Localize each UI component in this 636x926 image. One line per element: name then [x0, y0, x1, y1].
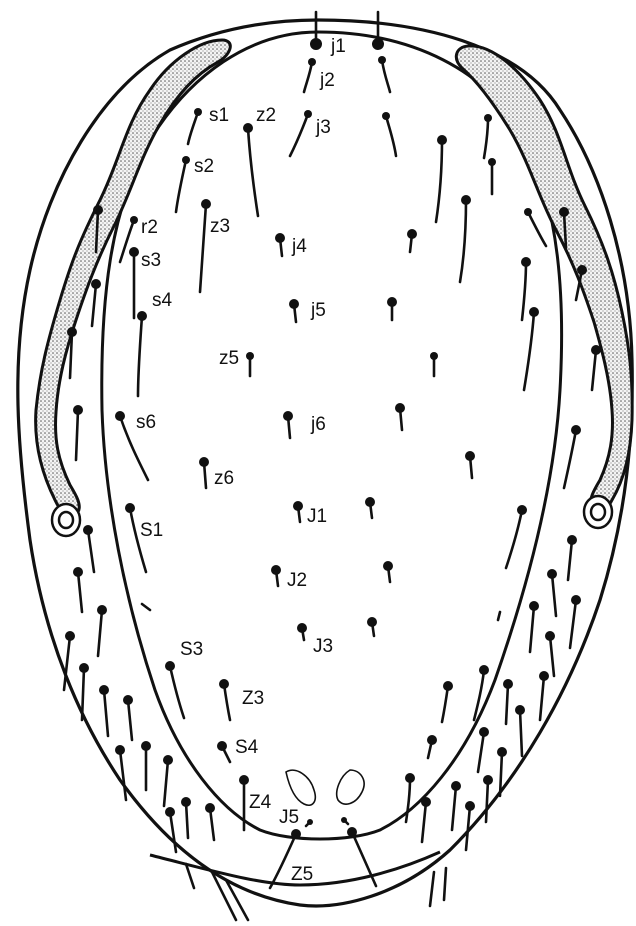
seta-S2-stub-right [498, 612, 500, 620]
seta-J2-right [383, 561, 393, 582]
seta-j5 [289, 299, 299, 322]
seta-J3 [297, 623, 307, 640]
seta-S2-stub [142, 604, 150, 610]
seta-s6-right [564, 425, 581, 488]
seta-J5-right [341, 817, 348, 824]
label-S4: S4 [235, 737, 259, 758]
seta-z5 [246, 352, 254, 376]
seta-S4-right [427, 735, 437, 758]
seta-j1-right [372, 12, 384, 50]
seta-s2 [176, 156, 190, 212]
seta-z2 [243, 123, 258, 216]
right-stigma-inner [591, 504, 605, 520]
label-j6: j6 [310, 414, 326, 435]
seta-Z3 [219, 679, 230, 720]
seta-j6 [283, 411, 293, 438]
label-j3: j3 [315, 117, 331, 138]
seta-s1 [188, 108, 202, 144]
label-z3: z3 [210, 216, 230, 237]
label-s1: s1 [209, 105, 229, 126]
seta-r2-right [524, 208, 546, 246]
seta-j4 [275, 233, 285, 256]
seta-J2 [271, 565, 281, 586]
label-j1: j1 [330, 36, 346, 57]
seta-j2 [304, 58, 316, 92]
label-s4: s4 [152, 290, 173, 311]
seta-z6-right [465, 451, 475, 478]
seta-z3 [200, 199, 211, 292]
seta-Z3-right [442, 681, 453, 722]
label-z2: z2 [256, 105, 276, 126]
label-J3: J3 [313, 636, 333, 657]
seta-s3 [129, 247, 139, 318]
label-J1: J1 [307, 506, 327, 527]
seta-z6 [199, 457, 209, 488]
seta-j5-right [387, 297, 397, 320]
seta-J3-right [367, 617, 377, 636]
seta-z3-right [460, 195, 471, 282]
marginal-setae-left [64, 205, 248, 920]
label-J5: J5 [279, 807, 299, 828]
seta-j6-right [395, 403, 405, 430]
label-J2: J2 [287, 570, 307, 591]
seta-Z4-right [405, 773, 415, 822]
seta-j3 [290, 110, 312, 156]
label-s2: s2 [194, 156, 214, 177]
seta-j4-right [407, 229, 417, 252]
label-s3: s3 [141, 250, 161, 271]
label-Z5: Z5 [291, 864, 313, 885]
label-j5: j5 [310, 300, 326, 321]
label-j2: j2 [319, 70, 335, 91]
left-stigma-inner [59, 512, 73, 528]
left-posterior-pore [286, 770, 315, 805]
seta-S3 [165, 661, 184, 718]
label-s6: s6 [136, 412, 156, 433]
right-peritreme [456, 46, 632, 512]
seta-j2-right [378, 56, 390, 92]
label-z5: z5 [219, 348, 239, 369]
label-Z3: Z3 [242, 688, 264, 709]
label-S3: S3 [180, 639, 203, 660]
seta-j3-right [382, 112, 396, 156]
label-Z4: Z4 [249, 792, 272, 813]
seta-z2-right [436, 135, 447, 222]
seta-s1-right [484, 114, 492, 158]
dorsal-shield-outline [102, 32, 562, 839]
seta-s4 [137, 311, 147, 396]
label-r2: r2 [141, 217, 158, 238]
label-z6: z6 [214, 468, 234, 489]
right-posterior-pore [337, 770, 364, 804]
seta-S1-right [506, 505, 527, 568]
seta-J1-right [365, 497, 375, 518]
seta-S4 [217, 741, 230, 762]
label-j4: j4 [291, 236, 307, 257]
seta-z5-right [430, 352, 438, 376]
seta-s4-right [524, 307, 539, 390]
seta-s2-right [488, 158, 496, 194]
label-S1: S1 [140, 520, 163, 541]
seta-J5 [306, 819, 313, 826]
seta-J1 [293, 501, 303, 522]
